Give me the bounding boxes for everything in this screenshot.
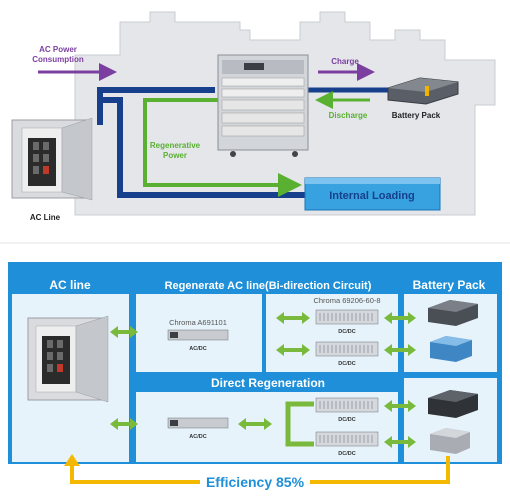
direct-regen-loop (285, 401, 314, 447)
dcdc-label-1: DC/DC (338, 329, 355, 335)
chroma-a691101-unit (167, 329, 229, 341)
dcdc-unit-4 (315, 431, 379, 447)
battery-pack-image (387, 77, 459, 105)
dcdc-label-3: DC/DC (338, 417, 355, 423)
dcdc-unit-3 (315, 397, 379, 413)
regenerative-power-label-line1: Regenerative (150, 141, 201, 150)
ac-power-line-inner (97, 97, 305, 198)
power-cabinet (217, 54, 309, 157)
chroma-a691101-label: Chroma A691101 (169, 318, 227, 327)
ac-line-cabinet (11, 117, 93, 201)
acdc-label-2: AC/DC (189, 434, 206, 440)
ac-line-header-bg (12, 274, 129, 294)
ac-line-header: AC line (49, 278, 91, 292)
efficiency-label-bg (200, 472, 310, 492)
dcdc-unit-1 (315, 309, 379, 325)
battery-image-4 (430, 428, 470, 454)
ac-power-label-line2: Consumption (32, 55, 84, 64)
charge-label: Charge (331, 57, 359, 66)
dcdc-label-4: DC/DC (338, 451, 355, 457)
acdc-unit-direct (167, 417, 229, 429)
dcdc-label-2: DC/DC (338, 361, 355, 367)
regen-header: Regenerate AC line(Bi-direction Circuit) (165, 280, 372, 292)
regenerative-power-arrow (143, 98, 302, 197)
battery-header: Battery Pack (413, 278, 486, 292)
discharge-label: Discharge (329, 111, 368, 120)
regen-panel-right (266, 294, 398, 372)
acdc-label-1: AC/DC (189, 346, 206, 352)
bottom-ac-cabinet (27, 315, 109, 403)
battery-image-2 (430, 336, 472, 362)
internal-loading-label: Internal Loading (329, 190, 415, 202)
efficiency-label: Efficiency 85% (206, 474, 305, 490)
efficiency-arrowhead (64, 454, 80, 466)
ac-power-label-line1: AC Power (39, 45, 77, 54)
dcdc-unit-2 (315, 341, 379, 357)
green-double-arrows (110, 312, 416, 448)
battery-pack-label: Battery Pack (392, 111, 441, 120)
battery-image-1 (428, 300, 478, 326)
direct-regen-header: Direct Regeneration (211, 376, 325, 390)
regenerative-power-label-line2: Power (163, 151, 187, 160)
chroma-69206-label: Chroma 69206-60-8 (313, 296, 380, 305)
battery-image-3 (428, 390, 478, 418)
ac-line-label: AC Line (30, 213, 61, 222)
